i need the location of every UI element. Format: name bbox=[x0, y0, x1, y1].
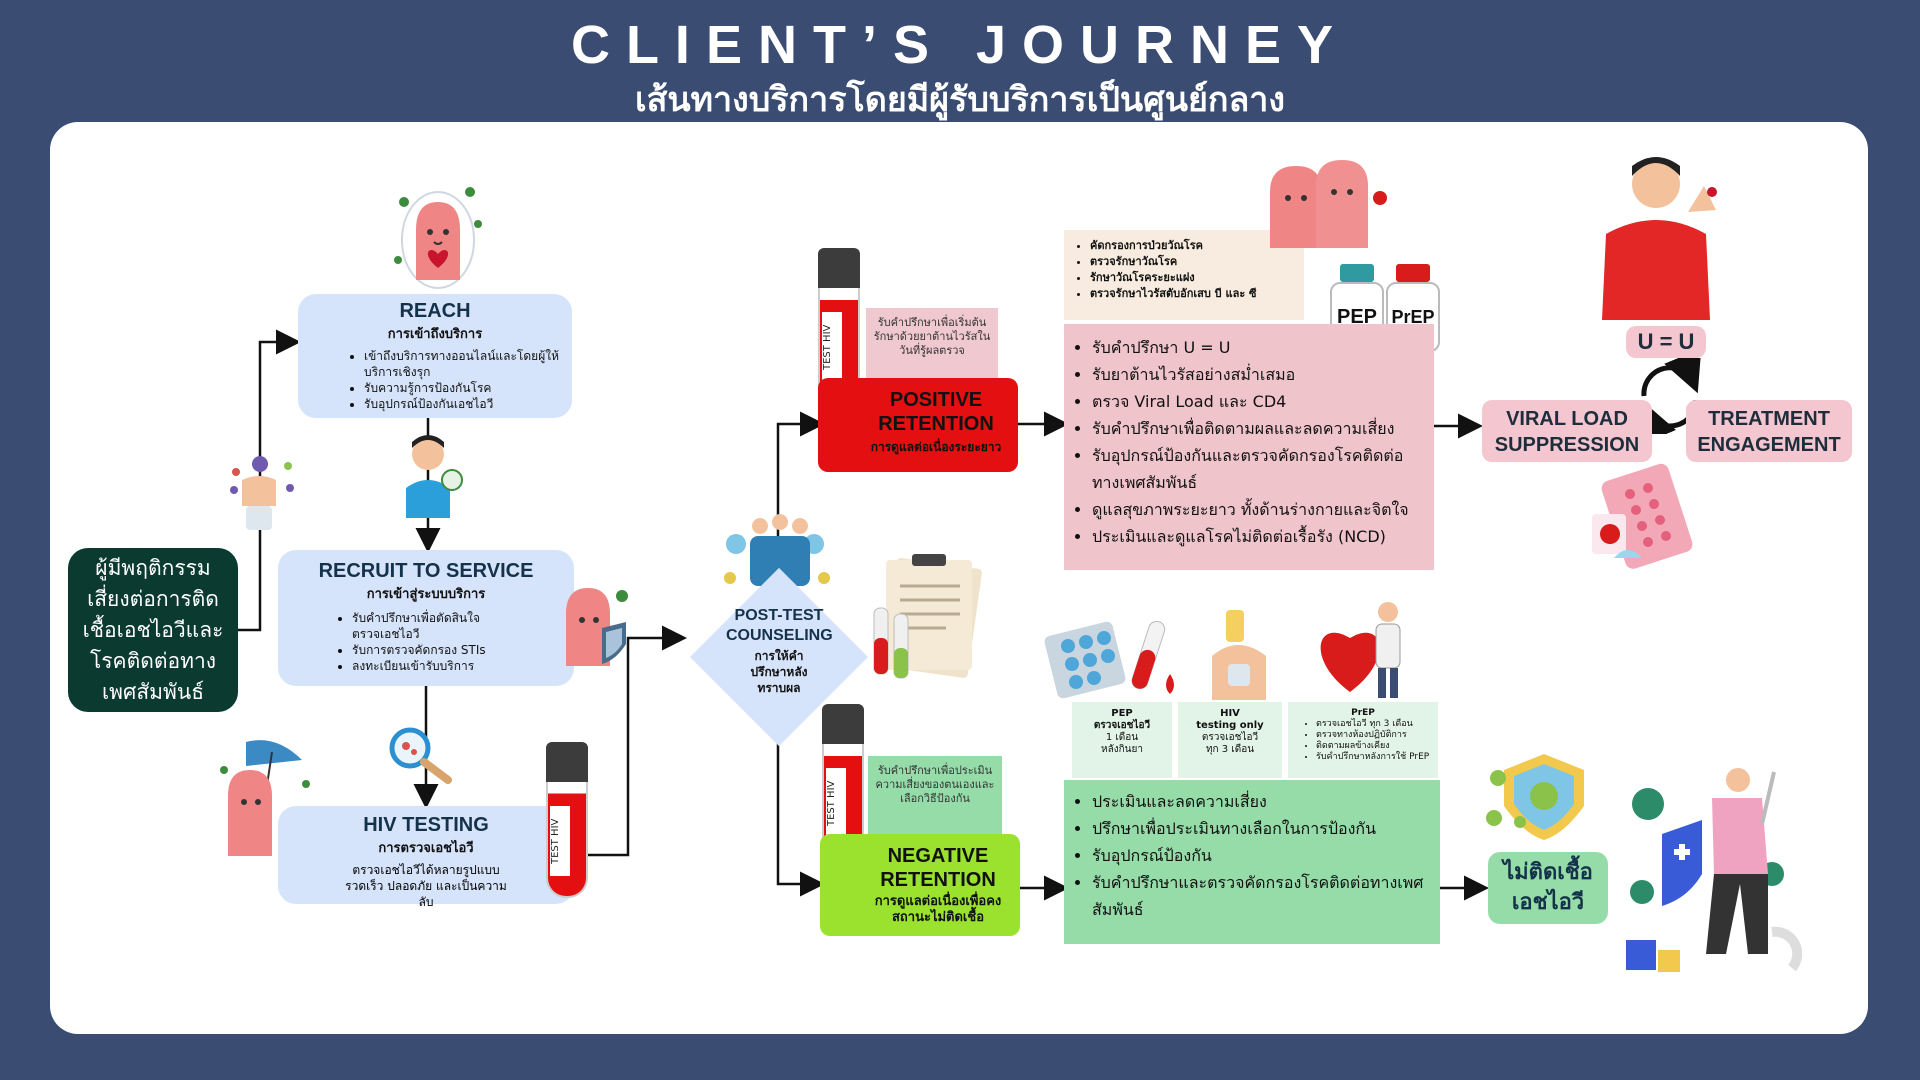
negative-service: รับคำปรึกษาและตรวจคัดกรองโรคติดต่อทางเพศ… bbox=[1092, 869, 1430, 923]
condom-shield-icon bbox=[566, 588, 628, 666]
hiv-card-title: HIV bbox=[1220, 708, 1240, 719]
condom-umbrella-icon bbox=[220, 740, 310, 856]
hand-pill-icon bbox=[230, 456, 294, 530]
lab-report-icon bbox=[873, 554, 982, 679]
condom-heart-icon bbox=[394, 187, 482, 289]
positive-subtitle: การดูแลต่อเนื่องระยะยาว bbox=[870, 440, 1002, 454]
counseling-title: POST-TEST COUNSELING bbox=[726, 607, 833, 644]
reach-title: REACH bbox=[399, 300, 471, 322]
virus-shield-icon bbox=[1486, 754, 1584, 840]
testing-title: HIV TESTING bbox=[363, 814, 489, 836]
reach-item: รับความรู้การป้องกันโรค bbox=[364, 380, 562, 396]
recruit-list: รับคำปรึกษาเพื่อตัดสินใจตรวจเอชไอวี รับก… bbox=[288, 610, 564, 674]
reach-item: เข้าถึงบริการทางออนไลน์และโดยผู้ให้บริกา… bbox=[364, 348, 562, 380]
prep-card-item: ตรวจทางห้องปฏิบัติการ bbox=[1316, 730, 1434, 741]
pep-card-line: 1 เดือน bbox=[1105, 732, 1139, 743]
recruit-title: RECRUIT TO SERVICE bbox=[318, 560, 534, 582]
reach-subtitle: การเข้าถึงบริการ bbox=[387, 327, 483, 342]
hiv-card-line: ทุก 3 เดือน bbox=[1205, 744, 1255, 755]
magnifier-icon bbox=[389, 727, 452, 784]
recruit-item: รับการตรวจคัดกรอง STIs bbox=[352, 642, 504, 658]
blood-tube-icon bbox=[1131, 620, 1174, 694]
testing-box: HIV TESTING การตรวจเอชไอวี ตรวจเอชไอวีได… bbox=[278, 806, 574, 909]
condom-couple-icon bbox=[1270, 160, 1387, 248]
reach-list: เข้าถึงบริการทางออนไลน์และโดยผู้ให้บริกา… bbox=[308, 348, 562, 412]
screening-note: คัดกรองการป่วยวัณโรค ตรวจรักษาวัณโรค รัก… bbox=[1064, 230, 1304, 320]
test-tube-icon: TEST HIV bbox=[546, 742, 588, 902]
prep-label: PrEP bbox=[1391, 306, 1435, 327]
pill-pack-icon bbox=[1592, 463, 1693, 569]
warrior-shield-icon bbox=[1626, 768, 1802, 972]
positive-service: รับคำปรึกษา U = U bbox=[1092, 334, 1424, 361]
recruit-item: รับคำปรึกษาเพื่อตัดสินใจตรวจเอชไอวี bbox=[352, 610, 504, 642]
counseling-subtitle: การให้คำปรึกษาหลังทราบผล bbox=[750, 649, 808, 695]
page-title: CLIENT’S JOURNEY bbox=[570, 15, 1350, 75]
hiv-card-line: testing only bbox=[1196, 720, 1264, 731]
reach-item: รับอุปกรณ์ป้องกันเอชไอวี bbox=[364, 396, 562, 412]
negative-note: รับคำปรึกษาเพื่อประเมินความเสี่ยงของตนเอ… bbox=[868, 756, 1002, 840]
hand-test-icon bbox=[1212, 610, 1266, 700]
negative-service: ปรึกษาเพื่อประเมินทางเลือกในการป้องกัน bbox=[1092, 815, 1430, 842]
positive-service: รับยาต้านไวรัสอย่างสม่ำเสมอ bbox=[1092, 361, 1424, 388]
negative-service: รับอุปกรณ์ป้องกัน bbox=[1092, 842, 1430, 869]
positive-service: ประเมินและดูแลโรคไม่ติดต่อเรื้อรัง (NCD) bbox=[1092, 523, 1424, 550]
screening-item: ตรวจรักษาไวรัสตับอักเสบ บี และ ซี bbox=[1090, 286, 1300, 302]
pep-card: PEP ตรวจเอชไอวี 1 เดือน หลังกินยา bbox=[1072, 702, 1172, 778]
tube-label: TEST HIV bbox=[550, 806, 570, 876]
recruit-item: ลงทะเบียนเข้ารับบริการ bbox=[352, 658, 504, 674]
treatment-engagement-badge: TREATMENT ENGAGEMENT bbox=[1686, 400, 1852, 462]
positive-box: POSITIVE RETENTION การดูแลต่อเนื่องระยะย… bbox=[818, 378, 1018, 472]
pep-card-line: หลังกินยา bbox=[1101, 744, 1143, 755]
viral-load-badge: VIRAL LOAD SUPPRESSION bbox=[1482, 400, 1652, 462]
pep-card-title: PEP bbox=[1111, 708, 1133, 719]
positive-service: รับคำปรึกษาเพื่อติดตามผลและลดความเสี่ยง bbox=[1092, 415, 1424, 442]
negative-box: NEGATIVE RETENTION การดูแลต่อเนื่องเพื่อ… bbox=[820, 834, 1020, 936]
hiv-negative-label: ไม่ติดเชื้อเอชไอวี bbox=[1503, 860, 1593, 915]
page-subtitle: เส้นทางบริการโดยมีผู้รับบริการเป็นศูนย์ก… bbox=[634, 80, 1286, 120]
positive-service: รับอุปกรณ์ป้องกันและตรวจคัดกรองโรคติดต่อ… bbox=[1092, 442, 1424, 496]
screening-item: รักษาวัณโรคระยะแฝง bbox=[1090, 270, 1300, 286]
prep-card-title: PrEP bbox=[1351, 708, 1375, 718]
positive-title: POSITIVE RETENTION bbox=[878, 389, 994, 435]
testing-body: ตรวจเอชไอวีได้หลายรูปแบบ รวดเร็ว ปลอดภัย… bbox=[345, 863, 507, 909]
positive-services-box: รับคำปรึกษา U = U รับยาต้านไวรัสอย่างสม่… bbox=[1064, 324, 1434, 570]
reach-box: REACH การเข้าถึงบริการ เข้าถึงบริการทางอ… bbox=[298, 294, 572, 418]
uequ-badge: U = U bbox=[1626, 326, 1706, 358]
person-icon bbox=[406, 435, 463, 518]
tube-label: TEST HIV bbox=[826, 768, 846, 838]
prep-card-item: รับคำปรึกษาหลังการใช้ PrEP bbox=[1316, 752, 1434, 763]
start-node: ผู้มีพฤติกรรมเสี่ยงต่อการติดเชื้อเอชไอวี… bbox=[68, 548, 238, 712]
tube-label: TEST HIV bbox=[822, 312, 842, 382]
heart-doctor-icon bbox=[1320, 602, 1401, 698]
hiv-card-line: ตรวจเอชไอวี bbox=[1201, 732, 1259, 743]
screening-item: คัดกรองการป่วยวัณโรค bbox=[1090, 238, 1300, 254]
positive-note: รับคำปรึกษาเพื่อเริ่มต้นรักษาด้วยยาต้านไ… bbox=[866, 308, 998, 380]
positive-service: ดูแลสุขภาพระยะยาว ทั้งด้านร่างกายและจิตใ… bbox=[1092, 496, 1424, 523]
hiv-negative-result: ไม่ติดเชื้อเอชไอวี bbox=[1488, 852, 1608, 924]
pep-label: PEP bbox=[1336, 305, 1378, 328]
pill-blister-icon bbox=[1044, 621, 1126, 699]
recruit-subtitle: การเข้าสู่ระบบบริการ bbox=[366, 587, 486, 602]
prep-card: PrEP ตรวจเอชไอวี ทุก 3 เดือน ตรวจทางห้อง… bbox=[1288, 702, 1438, 778]
negative-subtitle: การดูแลต่อเนื่องเพื่อคงสถานะไม่ติดเชื้อ bbox=[874, 894, 1002, 925]
person-ribbon-icon bbox=[1602, 157, 1717, 320]
prep-card-item: ตรวจเอชไอวี ทุก 3 เดือน bbox=[1316, 719, 1434, 730]
recruit-box: RECRUIT TO SERVICE การเข้าสู่ระบบบริการ … bbox=[278, 550, 574, 686]
screening-item: ตรวจรักษาวัณโรค bbox=[1090, 254, 1300, 270]
negative-service: ประเมินและลดความเสี่ยง bbox=[1092, 788, 1430, 815]
negative-services-box: ประเมินและลดความเสี่ยง ปรึกษาเพื่อประเมิ… bbox=[1064, 780, 1440, 944]
pep-card-line: ตรวจเอชไอวี bbox=[1093, 720, 1151, 731]
testing-subtitle: การตรวจเอชไอวี bbox=[378, 841, 474, 856]
negative-title: NEGATIVE RETENTION bbox=[880, 845, 996, 891]
positive-service: ตรวจ Viral Load และ CD4 bbox=[1092, 388, 1424, 415]
counseling-diamond: POST-TEST COUNSELING การให้คำปรึกษาหลังท… bbox=[689, 567, 869, 747]
hiv-testing-card: HIV testing only ตรวจเอชไอวี ทุก 3 เดือน bbox=[1178, 702, 1282, 778]
start-label: ผู้มีพฤติกรรมเสี่ยงต่อการติดเชื้อเอชไอวี… bbox=[82, 555, 224, 704]
prep-card-item: ติดตามผลข้างเคียง bbox=[1316, 741, 1434, 752]
medical-team-icon bbox=[724, 514, 830, 586]
